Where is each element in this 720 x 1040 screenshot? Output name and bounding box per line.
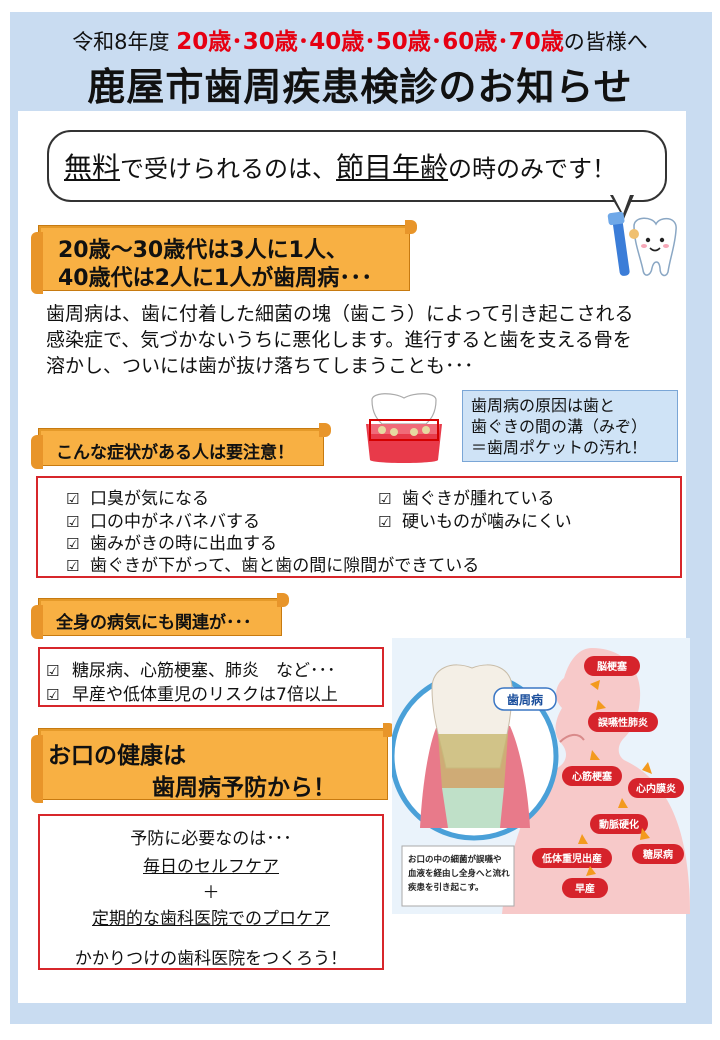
intro-paragraph: 歯周病は、歯に付着した細菌の塊（歯こう）によって引き起こされる 感染症で、気づか… xyxy=(46,303,634,377)
header-suffix: の皆様へ xyxy=(563,30,648,54)
self-care-text: 毎日のセルフケア xyxy=(143,857,279,877)
family-dentist-text: かかりつけの歯科医院をつくろう！ xyxy=(74,949,348,969)
illustration-note: 血液を経由し全身へと流れ xyxy=(408,868,510,878)
tooth-mascot-icon xyxy=(607,212,677,277)
speech-bubble xyxy=(47,130,667,202)
checkbox-icon: ☑ xyxy=(378,513,392,531)
disease-label: 誤嚥性肺炎 xyxy=(598,716,648,729)
list-item: ☑歯ぐきが下がって、歯と歯の間に隙間ができている xyxy=(66,556,480,576)
disease-label: 脳梗塞 xyxy=(597,660,628,673)
prevention-heading-2: 歯周病予防から！ xyxy=(152,775,336,801)
target-ages: 20歳･30歳･40歳･50歳･60歳･70歳 xyxy=(176,29,564,55)
cause-note: 歯周病の原因は歯と 歯ぐきの間の溝（みぞ） ＝歯周ポケットの汚れ！ xyxy=(462,390,678,462)
prevention-box xyxy=(38,814,384,970)
symptoms-banner xyxy=(31,423,331,469)
milestone-age-text: 節目年齢 xyxy=(336,151,449,184)
statistics-line-1: 20歳～30歳代は3人に1人、 xyxy=(58,238,348,263)
page-title: 鹿屋市歯周疾患検診のお知らせ xyxy=(87,65,633,109)
checkbox-icon: ☑ xyxy=(46,686,60,704)
illustration-note: お口の中の細菌が誤嚥や xyxy=(408,854,502,864)
list-item: ☑硬いものが噛みにくい xyxy=(378,512,572,532)
related-checklist xyxy=(38,647,384,707)
free-text: 無料 xyxy=(64,151,121,184)
prevention-intro: 予防に必要なのは･･･ xyxy=(130,829,292,849)
disease-label: 心内膜炎 xyxy=(636,782,676,795)
perio-label: 歯周病 xyxy=(507,692,543,707)
systemic-disease-illustration: 歯周病 脳梗塞 誤嚥性肺炎 心筋梗塞 心内膜炎 動脈硬化 低体重児出産 糖尿病 … xyxy=(392,638,690,914)
fiscal-year: 令和8年度 xyxy=(72,30,170,54)
checkbox-icon: ☑ xyxy=(66,535,80,553)
symptoms-checklist xyxy=(36,476,682,578)
gum-pocket-illustration xyxy=(366,393,442,463)
header-subtitle: 令和8年度 20歳･30歳･40歳･50歳･60歳･70歳の皆様へ xyxy=(0,22,720,56)
related-banner xyxy=(31,593,289,639)
disease-label: 動脈硬化 xyxy=(599,818,639,831)
list-item: ☑糖尿病、心筋梗塞、肺炎 など･･･ xyxy=(46,661,336,681)
symptoms-heading: こんな症状がある人は要注意！ xyxy=(56,443,294,463)
checkbox-icon: ☑ xyxy=(66,513,80,531)
disease-label: 心筋梗塞 xyxy=(572,770,613,783)
plus-sign: ＋ xyxy=(202,883,220,903)
statistics-line-2: 40歳代は2人に1人が歯周病･･･ xyxy=(58,266,373,291)
illustration-note: 疾患を引き起こす。 xyxy=(408,882,483,892)
list-item: ☑歯みがきの時に出血する xyxy=(66,534,277,554)
checkbox-icon: ☑ xyxy=(66,490,80,508)
list-item: ☑口臭が気になる xyxy=(66,489,209,509)
list-item: ☑早産や低体重児のリスクは7倍以上 xyxy=(46,685,338,705)
checkbox-icon: ☑ xyxy=(46,662,60,680)
free-notice: 無料で受けられるのは、節目年齢の時のみです！ xyxy=(64,151,617,184)
checkbox-icon: ☑ xyxy=(378,490,392,508)
related-heading: 全身の病気にも関連が･･･ xyxy=(56,613,252,633)
prevention-banner xyxy=(31,723,395,803)
list-item: ☑歯ぐきが腫れている xyxy=(378,489,555,509)
prevention-heading-1: お口の健康は xyxy=(48,743,186,769)
statistics-banner xyxy=(31,220,417,294)
checkbox-icon: ☑ xyxy=(66,557,80,575)
pro-care-text: 定期的な歯科医院でのプロケア xyxy=(92,909,330,929)
disease-label: 糖尿病 xyxy=(643,848,673,861)
disease-label: 早産 xyxy=(575,882,595,895)
disease-label: 低体重児出産 xyxy=(541,852,602,865)
list-item: ☑口の中がネバネバする xyxy=(66,512,260,532)
